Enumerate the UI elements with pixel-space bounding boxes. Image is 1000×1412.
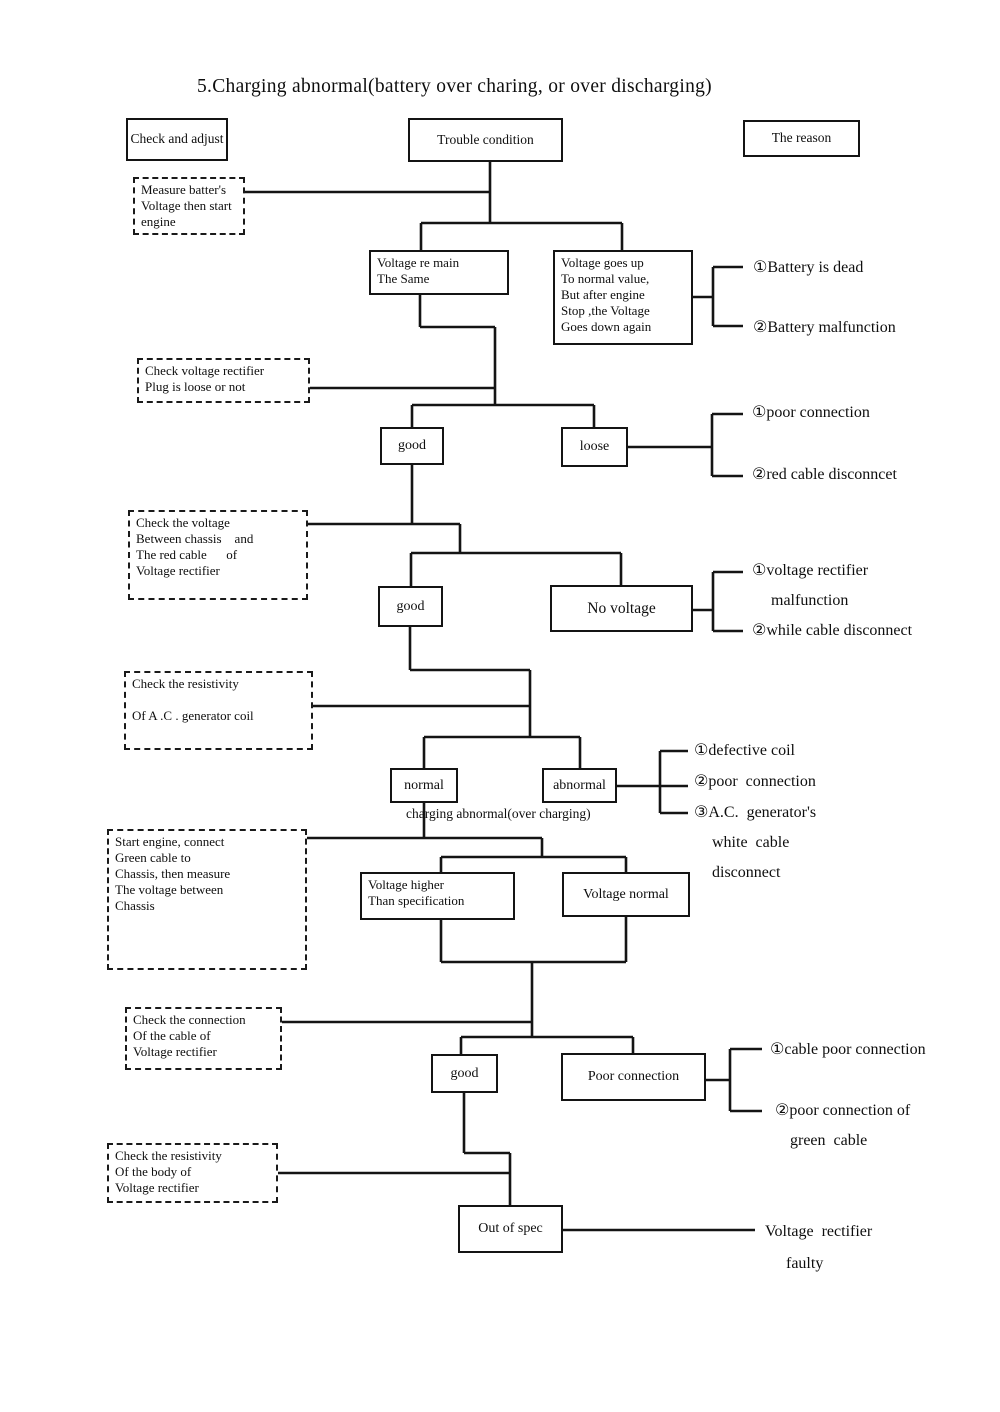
out-of-spec-box-label: Out of spec [478,1221,543,1237]
trouble-condition-header: Trouble condition [408,118,563,162]
check-resistivity-coil: Check the resistivity Of A .C . generato… [124,671,313,750]
cable-good-box-label: good [450,1065,479,1081]
poor-connection-box: Poor connection [561,1053,706,1101]
reason-rectifier-faulty-2: faulty [786,1255,824,1272]
no-voltage-box: No voltage [550,585,693,632]
reason-defective-coil: ①defective coil [694,742,795,759]
voltage-goes-up-box: Voltage goes up To normal value, But aft… [553,250,693,345]
no-voltage-box-label: No voltage [587,599,656,617]
reason-coil-poor-connection: ②poor connection [694,773,816,790]
trouble-condition-header-label: Trouble condition [437,131,534,147]
voltage-normal-box: Voltage normal [562,872,690,917]
reason-ac-generator-1: ③A.C. generator's [694,804,817,821]
reason-rectifier-malfunction-1: ①voltage rectifier [752,562,869,579]
voltage-goes-up-box-label: Voltage goes up To normal value, But aft… [561,255,652,335]
reason-red-cable-disconnect: ②red cable disconncet [752,466,897,483]
check-resistivity-body-label: Check the resistivity Of the body of Vol… [115,1148,222,1196]
check-measure-battery-label: Measure batter's Voltage then start engi… [141,182,232,230]
coil-abnormal-box-label: abnormal [553,777,606,793]
check-cable-connection-label: Check the connection Of the cable of Vol… [133,1012,246,1060]
reason-battery-dead: ①Battery is dead [753,259,864,276]
check-voltage-chassis: Check the voltage Between chassis and Th… [128,510,308,600]
reason-poor-connection: ①poor connection [752,404,870,421]
reason-ac-generator-3: disconnect [712,864,781,881]
page-title: 5.Charging abnormal(battery over charing… [197,76,712,97]
coil-normal-box: normal [390,768,458,803]
coil-abnormal-box: abnormal [542,768,617,803]
voltage-higher-box: Voltage higher Than specification [360,872,515,920]
reason-ac-generator-2: white cable [712,834,790,851]
plug-loose-box: loose [561,427,628,467]
voltage-remain-box: Voltage re main The Same [369,250,509,295]
coil-normal-box-label: normal [404,777,444,793]
note-charging-abnormal: charging abnormal(over charging) [406,806,591,821]
check-start-engine: Start engine, connect Green cable to Cha… [107,829,307,970]
check-cable-connection: Check the connection Of the cable of Vol… [125,1007,282,1070]
plug-good-box: good [380,427,444,465]
plug-loose-box-label: loose [579,439,610,455]
reason-battery-malfunction: ②Battery malfunction [753,319,896,336]
the-reason-header-label: The reason [771,130,832,146]
check-measure-battery: Measure batter's Voltage then start engi… [133,177,245,235]
out-of-spec-box: Out of spec [458,1205,563,1253]
check-start-engine-label: Start engine, connect Green cable to Cha… [115,834,231,914]
check-resistivity-coil-label: Check the resistivity Of A .C . generato… [132,676,254,724]
check-rectifier-plug-label: Check voltage rectifier Plug is loose or… [145,363,265,395]
reason-green-cable-2: green cable [790,1132,868,1149]
reason-while-cable-disconnect: ②while cable disconnect [752,622,913,639]
voltage-remain-box-label: Voltage re main The Same [377,255,460,287]
check-resistivity-body: Check the resistivity Of the body of Vol… [107,1143,278,1203]
voltage-higher-box-label: Voltage higher Than specification [368,877,465,909]
reason-green-cable-1: ②poor connection of [775,1102,911,1119]
check-and-adjust-header: Check and adjust [126,118,228,161]
voltage-good-box: good [378,586,443,627]
reason-rectifier-faulty-1: Voltage rectifier [765,1223,873,1240]
plug-good-box-label: good [398,438,426,454]
cable-good-box: good [431,1054,498,1093]
the-reason-header: The reason [743,120,860,157]
reason-rectifier-malfunction-2: malfunction [771,592,849,609]
reason-cable-poor-connection: ①cable poor connection [770,1041,926,1058]
check-voltage-chassis-label: Check the voltage Between chassis and Th… [136,515,254,579]
poor-connection-box-label: Poor connection [587,1069,680,1085]
check-and-adjust-header-label: Check and adjust [130,131,224,147]
voltage-good-box-label: good [396,598,425,614]
check-rectifier-plug: Check voltage rectifier Plug is loose or… [137,358,310,403]
voltage-normal-box-label: Voltage normal [583,886,669,902]
